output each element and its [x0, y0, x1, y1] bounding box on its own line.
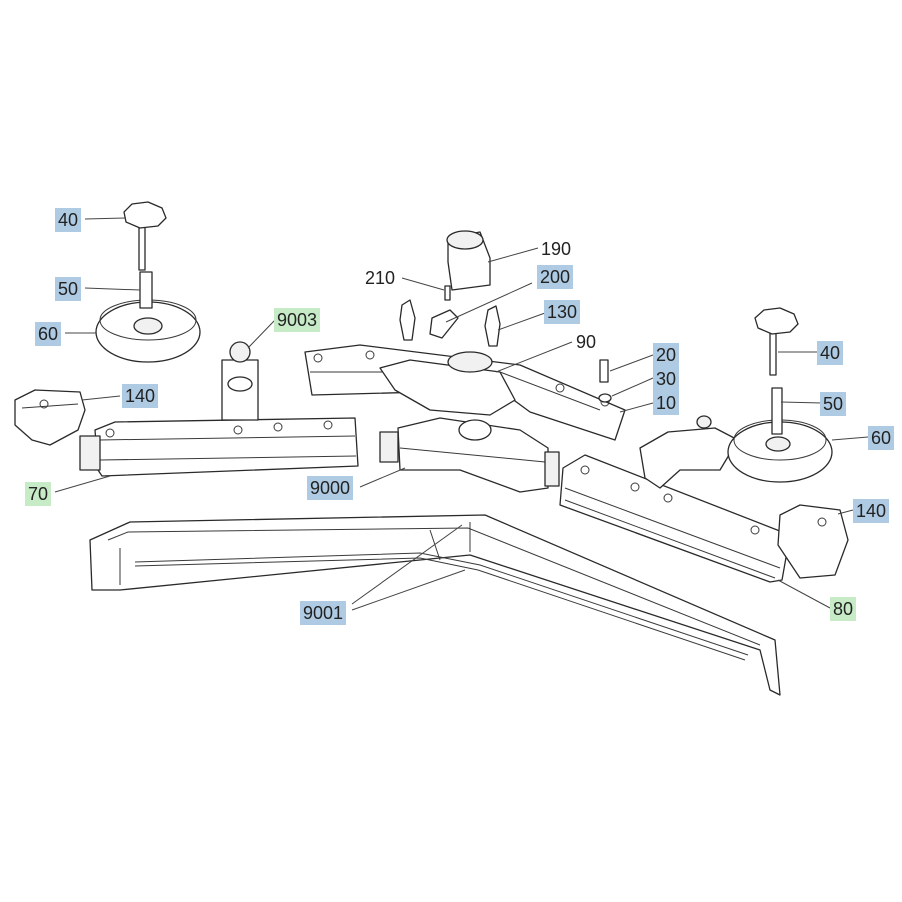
label-200: 200: [537, 265, 574, 289]
small-screw: [444, 285, 451, 301]
left-end-cap: [14, 389, 86, 446]
label-9003: 9003: [274, 308, 321, 332]
right-wheel-assembly: [727, 307, 833, 483]
bolt-and-washer: [598, 359, 612, 403]
label-80: 80: [830, 597, 857, 621]
pivot-bracket: [379, 351, 516, 416]
label-9000: 9000: [307, 476, 354, 500]
label-10: 10: [653, 391, 680, 415]
label-210: 210: [365, 268, 396, 288]
hose-cuff: [446, 230, 491, 291]
left-rail: [79, 417, 359, 477]
center-post: [221, 341, 259, 421]
right-rail: [559, 454, 791, 583]
clamp-block: [429, 309, 459, 339]
wing-nuts: [399, 299, 501, 347]
label-50-left: 50: [55, 277, 82, 301]
center-housing: [379, 417, 560, 493]
right-wheel-bracket: [639, 415, 739, 489]
left-wheel-assembly: [95, 201, 201, 363]
label-40-left: 40: [55, 208, 82, 232]
label-140-left: 140: [122, 384, 159, 408]
label-90: 90: [576, 332, 597, 352]
label-60-left: 60: [35, 322, 62, 346]
leader-lines: [54, 217, 869, 611]
label-140-right: 140: [853, 499, 890, 523]
label-60-right: 60: [868, 426, 895, 450]
squeegee-blade-assembly: [89, 514, 781, 696]
label-130: 130: [544, 300, 581, 324]
label-50-right: 50: [820, 392, 847, 416]
label-70: 70: [25, 482, 52, 506]
label-190: 190: [541, 239, 572, 259]
right-end-cap: [777, 504, 849, 579]
label-20: 20: [653, 343, 680, 367]
label-40-right: 40: [817, 341, 844, 365]
label-9001: 9001: [300, 601, 347, 625]
label-30: 30: [653, 367, 680, 391]
